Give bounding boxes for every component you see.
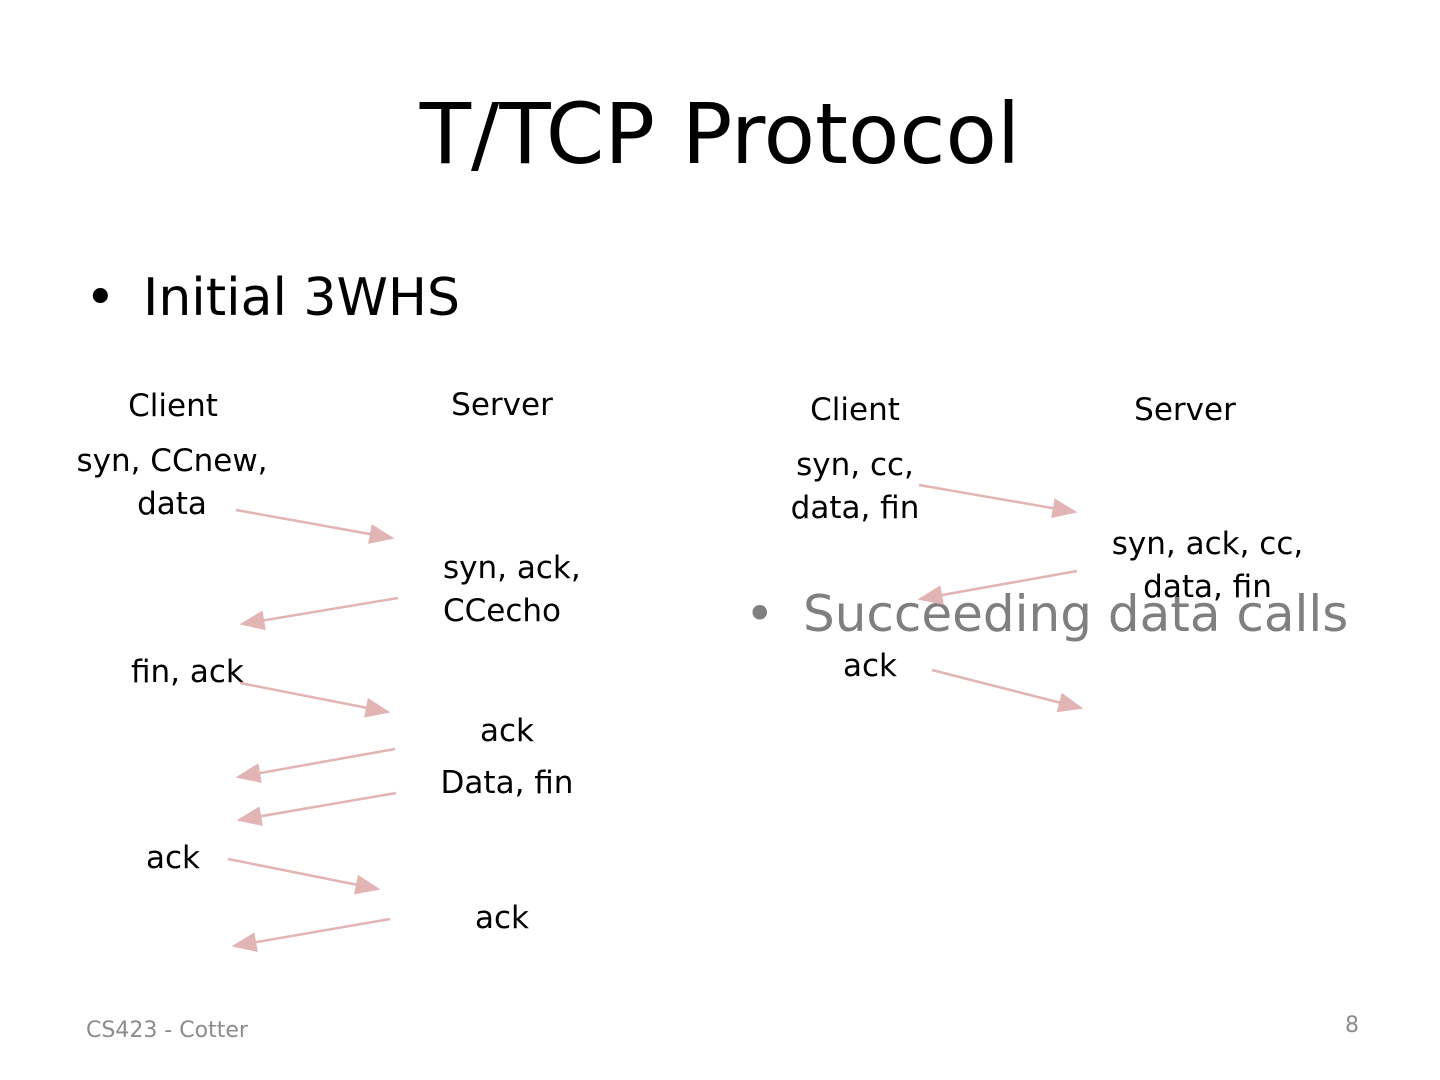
bullet-text: Initial 3WHS (143, 268, 461, 328)
arrow-server-to-client (235, 747, 396, 783)
bullet-dot-icon: • (85, 268, 116, 328)
arrow-server-to-client (917, 569, 1078, 605)
arrow-client-to-server (235, 508, 395, 544)
bullet-succeeding-data-calls: • Succeeding data calls (745, 585, 1348, 643)
arrow-client-to-server (918, 483, 1078, 519)
message-label: ack (146, 840, 200, 876)
message-label: ack (843, 648, 897, 684)
slide-title: T/TCP Protocol (419, 85, 1021, 183)
arrow-client-to-server (239, 681, 391, 718)
bullet-dot-icon: • (745, 585, 775, 643)
message-label: fin, ack (131, 654, 244, 690)
message-label: syn, ack, cc, data, fin (1111, 526, 1304, 605)
server-header: Server (1134, 392, 1236, 428)
arrow-client-to-server (227, 857, 381, 895)
message-label: syn, cc, data, fin (790, 447, 920, 526)
client-header: Client (810, 392, 900, 428)
client-header: Client (128, 388, 218, 424)
arrow-server-to-client (231, 917, 391, 953)
message-label: syn, CCnew, data (76, 443, 268, 522)
page-number: 8 (1345, 1013, 1359, 1038)
message-label: Data, fin (440, 765, 574, 801)
arrow-client-to-server (931, 668, 1084, 713)
bullet-initial-3whs: • Initial 3WHS (85, 268, 460, 328)
message-label: ack (475, 900, 529, 936)
bullet-text: Succeeding data calls (803, 585, 1349, 643)
server-header: Server (451, 387, 553, 423)
message-label: syn, ack, CCecho (443, 550, 581, 629)
message-label: ack (480, 713, 534, 749)
arrow-server-to-client (236, 791, 397, 827)
footer-course: CS423 - Cotter (86, 1018, 248, 1043)
arrow-server-to-client (239, 596, 399, 631)
